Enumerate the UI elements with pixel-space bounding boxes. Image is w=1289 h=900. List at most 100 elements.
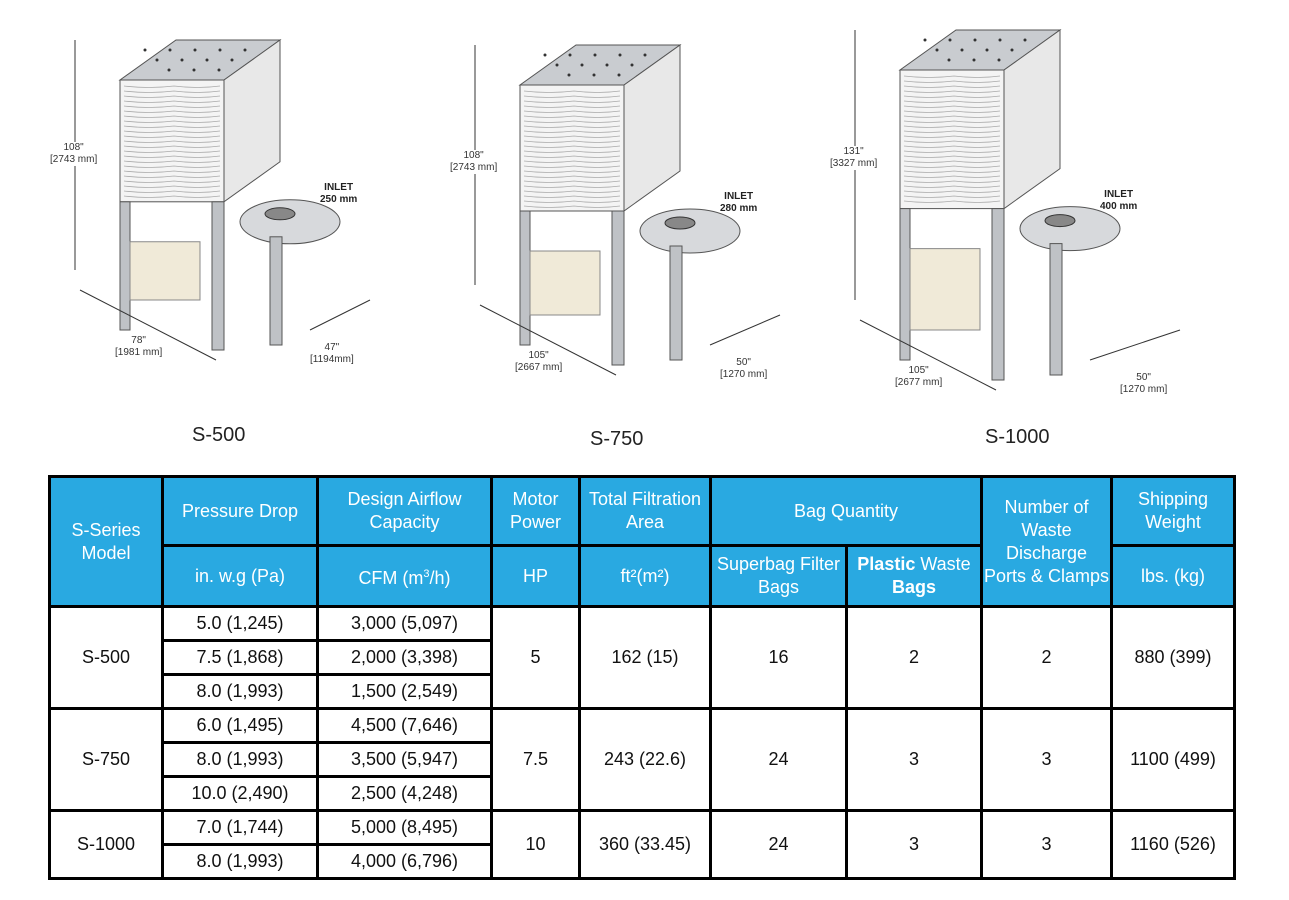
- height-label: 108": [463, 150, 484, 161]
- caption-s500: S-500: [192, 424, 246, 446]
- airflow-cell: 3,000 (5,097): [316, 605, 493, 642]
- header-pressure: Pressure Drop: [161, 475, 319, 547]
- unit-airflow-b: /h): [429, 567, 451, 588]
- superbag-cell: 16: [709, 605, 848, 710]
- airflow-cell: 4,500 (7,646): [316, 707, 493, 744]
- width-dimension: 78"[1981 mm]: [115, 335, 163, 359]
- header-bags: Bag Quantity: [709, 475, 983, 547]
- height-mm-label: [2743 mm]: [50, 153, 98, 165]
- model-cell: S-750: [48, 707, 164, 812]
- weight-cell: 1160 (526): [1110, 809, 1236, 880]
- table-row: 7.5 (1,868)2,000 (3,398): [50, 639, 1235, 676]
- inlet-text: INLET: [1104, 188, 1134, 200]
- superbag-cell: 24: [709, 707, 848, 812]
- inlet-size: 400 mm: [1100, 200, 1138, 212]
- area-cell: 162 (15): [578, 605, 712, 710]
- ports-cell: 3: [980, 707, 1113, 812]
- hp-cell: 10: [490, 809, 581, 880]
- airflow-cell: 5,000 (8,495): [316, 809, 493, 846]
- depth-mm-label: [1270 mm]: [720, 369, 768, 380]
- width-dimension: 105"[2677 mm]: [895, 365, 943, 389]
- depth-mm-label: [1270 mm]: [1120, 384, 1168, 395]
- width-label: 105": [908, 365, 929, 376]
- collector-illustration: [474, 44, 781, 376]
- spec-table: S-Series Model Pressure Drop Design Airf…: [48, 475, 1236, 880]
- height-label: 108": [63, 141, 84, 153]
- depth-dimension: 47"[1194mm]: [310, 342, 354, 366]
- depth-dimension: 50"[1270 mm]: [1120, 372, 1167, 396]
- unit-pressure: in. w.g (Pa): [161, 544, 319, 608]
- depth-mm-label: [1194mm]: [310, 354, 354, 365]
- ports-cell: 3: [980, 809, 1113, 880]
- plastic-cell: 3: [845, 707, 983, 812]
- plastic-bags: Bags: [891, 577, 936, 597]
- area-cell: 360 (33.45): [578, 809, 712, 880]
- table-row: 8.0 (1,993)3,500 (5,947): [50, 741, 1235, 778]
- plastic-bold: Plastic: [857, 554, 916, 574]
- inlet-size: 250 mm: [320, 193, 358, 205]
- table-row: 10.0 (2,490)2,500 (4,248): [50, 775, 1235, 812]
- inlet-text: INLET: [724, 191, 754, 202]
- unit-airflow-sup: 3: [423, 567, 430, 580]
- unit-airflow: CFM (m3/h): [316, 544, 493, 608]
- header-ports: Number of Waste Discharge Ports & Clamps: [980, 475, 1113, 608]
- unit-weight: lbs. (kg): [1110, 544, 1236, 608]
- airflow-cell: 2,500 (4,248): [316, 775, 493, 812]
- height-mm-label: [3327 mm]: [830, 157, 878, 169]
- inlet-size: 280 mm: [720, 203, 758, 214]
- width-dimension: 105"[2667 mm]: [515, 350, 563, 374]
- model-cell: S-1000: [48, 809, 164, 880]
- unit-airflow-a: CFM (m: [358, 567, 424, 588]
- weight-cell: 1100 (499): [1110, 707, 1236, 812]
- model-cell: S-500: [48, 605, 164, 710]
- collector-illustration: [854, 29, 1181, 391]
- area-cell: 243 (22.6): [578, 707, 712, 812]
- header-superbag: Superbag Filter Bags: [709, 544, 848, 608]
- pressure-cell: 7.5 (1,868): [161, 639, 319, 676]
- inlet-text: INLET: [324, 181, 354, 193]
- width-mm-label: [2667 mm]: [515, 362, 563, 373]
- width-mm-label: [1981 mm]: [115, 347, 163, 358]
- header-airflow: Design Airflow Capacity: [316, 475, 493, 547]
- header-area: Total Filtration Area: [578, 475, 712, 547]
- weight-cell: 880 (399): [1110, 605, 1236, 710]
- collector-illustration: [74, 39, 371, 361]
- plastic-cell: 3: [845, 809, 983, 880]
- height-dimension: 108"[2743 mm]: [450, 150, 498, 174]
- collector-s750: 108"[2743 mm] 105"[2667 mm] 50"[1270 mm] IN…: [450, 25, 800, 445]
- caption-s750: S-750: [590, 428, 644, 450]
- depth-label: 50": [1136, 372, 1151, 383]
- collector-s500: 108"[2743 mm] 78"[1981 mm] 47"[1194mm] INLE…: [50, 20, 390, 440]
- pressure-cell: 10.0 (2,490): [161, 775, 319, 812]
- table-row: 8.0 (1,993)4,000 (6,796): [50, 843, 1235, 880]
- height-dimension: 108"[2743 mm]: [50, 141, 98, 166]
- unit-area: ft²(m²): [578, 544, 712, 608]
- depth-label: 50": [736, 357, 751, 368]
- height-mm-label: [2743 mm]: [450, 162, 498, 173]
- pressure-cell: 6.0 (1,495): [161, 707, 319, 744]
- header-weight: Shipping Weight: [1110, 475, 1236, 547]
- collector-s1000: 131"[3327 mm] 105"[2677 mm] 50"[1270 mm] IN…: [830, 10, 1200, 450]
- pressure-cell: 8.0 (1,993): [161, 741, 319, 778]
- unit-motor: HP: [490, 544, 581, 608]
- pressure-cell: 8.0 (1,993): [161, 673, 319, 710]
- airflow-cell: 4,000 (6,796): [316, 843, 493, 880]
- width-mm-label: [2677 mm]: [895, 377, 943, 388]
- pressure-cell: 5.0 (1,245): [161, 605, 319, 642]
- airflow-cell: 3,500 (5,947): [316, 741, 493, 778]
- airflow-cell: 1,500 (2,549): [316, 673, 493, 710]
- width-label: 105": [528, 350, 549, 361]
- width-label: 78": [131, 335, 146, 346]
- ports-cell: 2: [980, 605, 1113, 710]
- depth-label: 47": [324, 342, 340, 353]
- height-dimension: 131"[3327 mm]: [830, 145, 878, 170]
- header-motor: Motor Power: [490, 475, 581, 547]
- pressure-cell: 8.0 (1,993): [161, 843, 319, 880]
- depth-dimension: 50"[1270 mm]: [720, 357, 767, 381]
